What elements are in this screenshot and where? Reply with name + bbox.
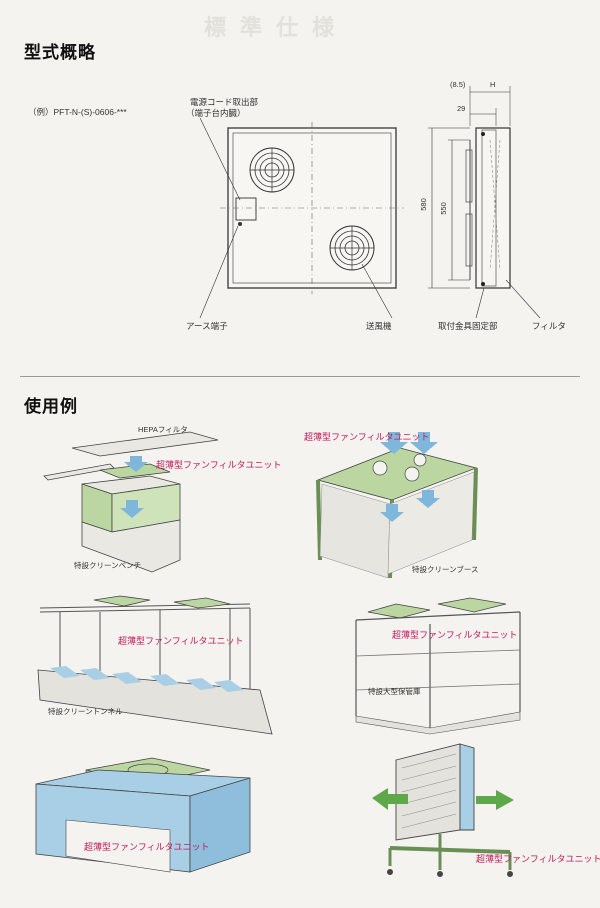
blower-label: 送風機 bbox=[366, 321, 392, 331]
ex3-unit-label: 超薄型ファンフィルタユニット bbox=[118, 636, 244, 646]
dim-29: 29 bbox=[457, 104, 466, 113]
ex4-caption: 特設大型保管庫 bbox=[368, 687, 421, 696]
clean-tunnel-illustration bbox=[37, 595, 273, 735]
model-example: （例）PFT-N-(S)-0606-*** bbox=[28, 107, 127, 117]
dim-offset: (8.5) bbox=[450, 80, 466, 89]
outline-heading: 型式概略 bbox=[24, 43, 96, 62]
ghost-title: 標準仕様 bbox=[204, 15, 349, 40]
storage-illustration bbox=[355, 597, 521, 735]
filter-label: フィルタ bbox=[532, 321, 566, 331]
ex3-caption: 特設クリーントンネル bbox=[48, 707, 123, 716]
ex1-caption: 特設クリーンベンチ bbox=[74, 561, 142, 570]
airflow-arrow-icon bbox=[476, 790, 514, 810]
ex1-unit-label: 超薄型ファンフィルタユニット bbox=[156, 460, 282, 470]
fan-icon bbox=[329, 225, 375, 271]
section-divider bbox=[20, 376, 580, 377]
outline-drawing bbox=[199, 86, 541, 319]
earth-terminal-label: アース端子 bbox=[186, 321, 228, 331]
ex2-caption: 特設クリーンブース bbox=[412, 565, 479, 574]
examples-heading: 使用例 bbox=[24, 397, 78, 416]
fan-icon bbox=[249, 147, 295, 193]
power-cord-label: 電源コード取出部 bbox=[190, 97, 259, 107]
power-cord-label-sub: （端子台内臓） bbox=[186, 108, 246, 118]
airflow-arrow-icon bbox=[372, 788, 408, 810]
vertical-ffu-illustration bbox=[372, 743, 514, 877]
mount-bracket-label: 取付金具固定部 bbox=[438, 321, 498, 331]
clean-bench-illustration bbox=[43, 431, 219, 573]
clean-booth-illustration bbox=[316, 432, 478, 579]
ex6-unit-label: 超薄型ファンフィルタユニット bbox=[476, 854, 600, 864]
ex2-unit-label: 超薄型ファンフィルタユニット bbox=[304, 432, 430, 442]
workstation-illustration bbox=[35, 757, 251, 873]
ex4-unit-label: 超薄型ファンフィルタユニット bbox=[392, 630, 518, 640]
ex1-hepa-label: HEPAフィルタ bbox=[138, 425, 188, 434]
dim-h: H bbox=[490, 80, 496, 89]
ex5-unit-label: 超薄型ファンフィルタユニット bbox=[84, 842, 210, 852]
